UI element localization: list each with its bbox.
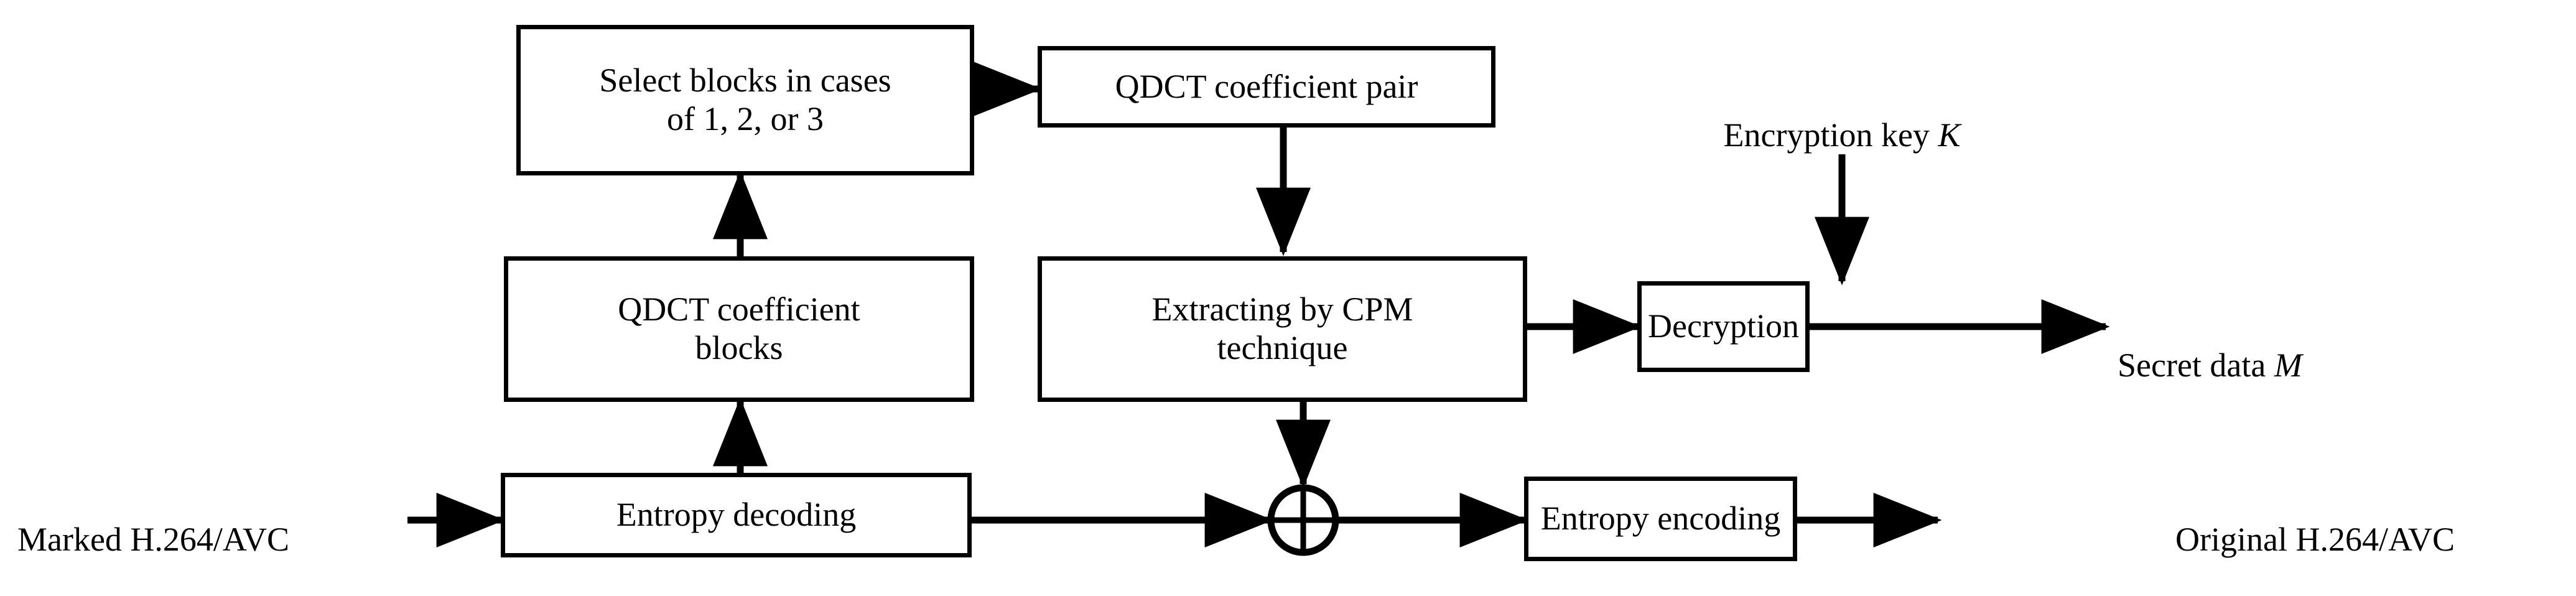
node-decryption-label: Decryption xyxy=(1648,307,1799,345)
node-extracting-by-cpm-technique[interactable]: Extracting by CPM technique xyxy=(1038,256,1527,402)
node-extracting-line1: Extracting by CPM xyxy=(1151,291,1413,328)
xor-operator-node[interactable] xyxy=(1267,484,1339,556)
node-qdct-coefficient-blocks[interactable]: QDCT coefficient blocks xyxy=(504,256,974,402)
node-qdct-coefficient-blocks-label: QDCT coefficient blocks xyxy=(618,291,860,367)
label-marked-video-stream-line1: Marked H.264/AVC xyxy=(17,520,289,558)
label-secret-data: Secret data M xyxy=(2118,306,2565,385)
label-encryption-key-symbol: K xyxy=(1938,116,1961,154)
node-entropy-encoding[interactable]: Entropy encoding xyxy=(1524,477,1797,561)
label-secret-data-symbol: M xyxy=(2274,346,2302,384)
node-qdct-coefficient-blocks-line1: QDCT coefficient xyxy=(618,291,860,328)
node-qdct-coefficient-pair[interactable]: QDCT coefficient pair xyxy=(1038,46,1495,128)
node-entropy-decoding[interactable]: Entropy decoding xyxy=(501,473,972,557)
node-qdct-coefficient-blocks-line2: blocks xyxy=(695,329,783,366)
label-original-video-stream-line1: Original H.264/AVC xyxy=(2175,520,2455,558)
label-encryption-key-text: Encryption key xyxy=(1723,116,1938,154)
node-decryption[interactable]: Decryption xyxy=(1637,281,1810,372)
node-extracting-by-cpm-technique-label: Extracting by CPM technique xyxy=(1152,291,1413,367)
label-marked-video-stream: Marked H.264/AVC video stream H’ xyxy=(17,480,403,596)
node-select-blocks[interactable]: Select blocks in cases of 1, 2, or 3 xyxy=(516,25,974,175)
node-select-blocks-line1: Select blocks in cases xyxy=(599,62,891,100)
node-entropy-decoding-label: Entropy decoding xyxy=(616,496,857,534)
label-secret-data-text: Secret data xyxy=(2118,346,2274,384)
node-entropy-encoding-label: Entropy encoding xyxy=(1540,500,1781,538)
node-qdct-coefficient-pair-label: QDCT coefficient pair xyxy=(1115,67,1418,105)
node-select-blocks-label: Select blocks in cases of 1, 2, or 3 xyxy=(599,62,891,138)
label-encryption-key: Encryption key K xyxy=(1686,76,1997,155)
label-original-video-stream: Original H.264/AVC video stream H xyxy=(2175,480,2567,596)
node-select-blocks-line2: of 1, 2, or 3 xyxy=(667,100,824,137)
node-extracting-line2: technique xyxy=(1217,329,1348,366)
